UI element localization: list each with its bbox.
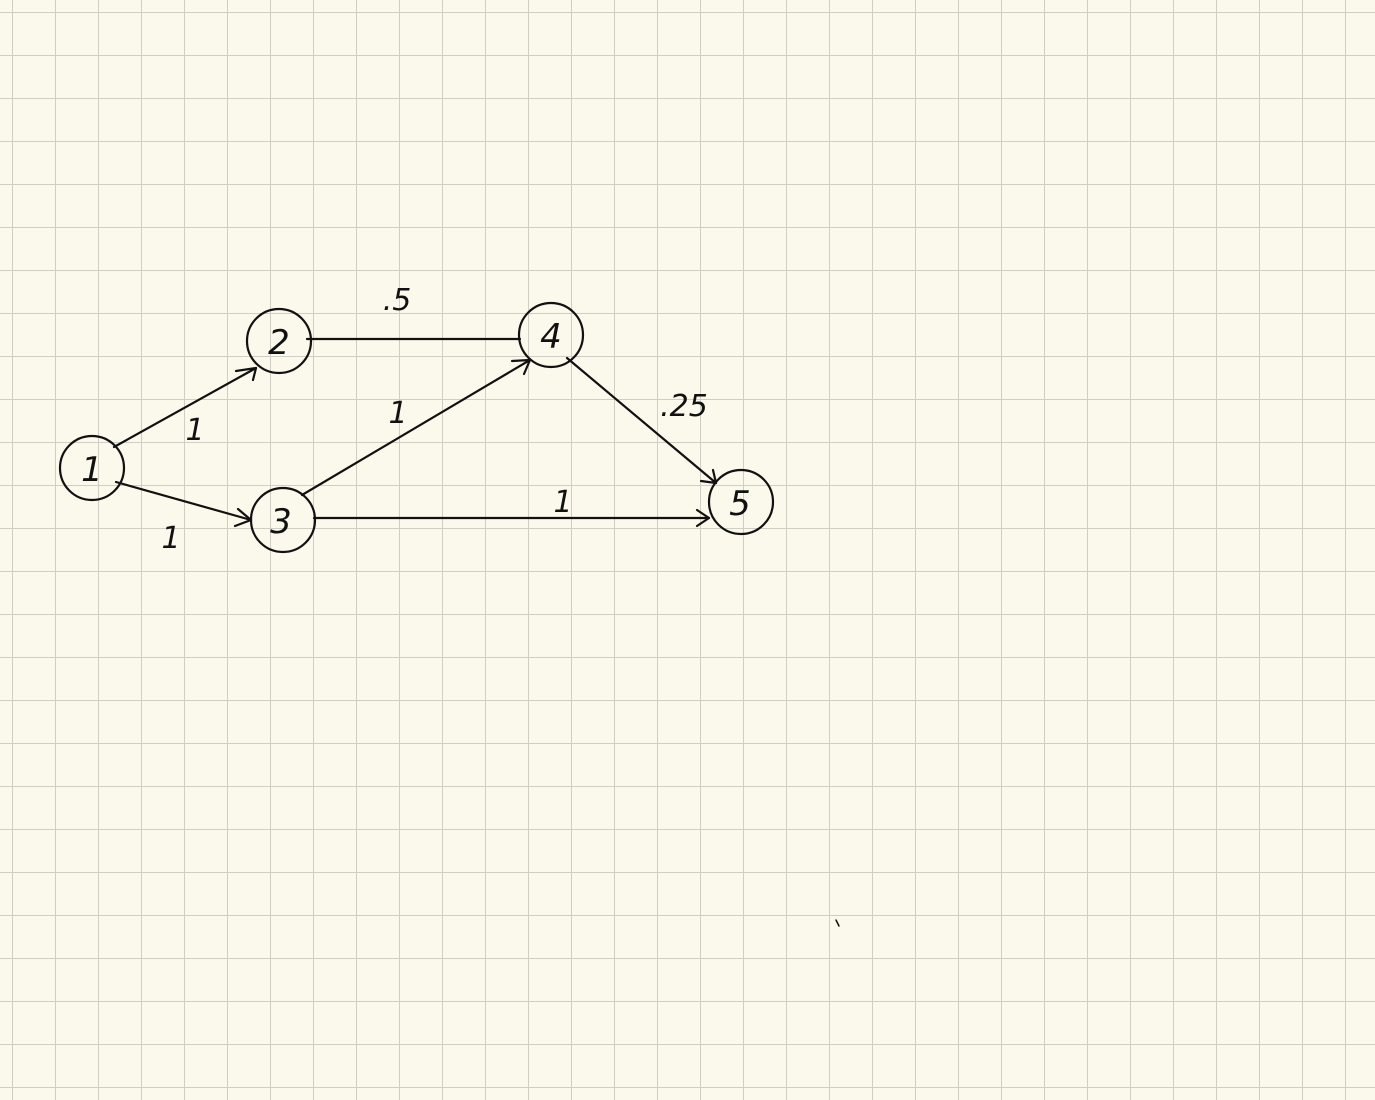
- edge-weight-label: 1: [185, 413, 204, 448]
- node-label: 3: [270, 502, 292, 542]
- edge-4-5: .25: [565, 356, 718, 485]
- graph-node-2: 2: [245, 307, 313, 375]
- edge-2-4: .5: [305, 283, 522, 341]
- node-circle: [58, 434, 126, 502]
- graph-node-1: 1: [58, 434, 126, 502]
- arrow-head: [695, 508, 711, 528]
- node-circle: [245, 307, 313, 375]
- edge-weight-label: 1: [553, 485, 572, 520]
- edge-1-3: 1: [114, 480, 253, 556]
- edge-3-4: 1: [300, 358, 532, 497]
- edge-line: [300, 358, 532, 497]
- arrow-head: [233, 507, 253, 528]
- node-label: 4: [540, 317, 562, 357]
- node-label: 1: [81, 450, 103, 490]
- node-label: 5: [729, 484, 751, 524]
- edge-3-5: 1: [312, 485, 711, 528]
- edge-weight-label: 1: [388, 396, 407, 431]
- edge-weight-label: .5: [383, 283, 412, 318]
- graph-node-4: 4: [517, 301, 585, 369]
- arrow-head: [510, 358, 532, 376]
- node-label: 2: [268, 323, 290, 363]
- node-circle: [517, 301, 585, 369]
- node-circle: [707, 468, 775, 536]
- arrow-head: [234, 366, 258, 382]
- graph-node-5: 5: [707, 468, 775, 536]
- edge-weight-label: .25: [660, 389, 708, 424]
- edge-line: [565, 356, 718, 485]
- stray-pen-mark: [835, 919, 840, 927]
- arrow-head: [699, 468, 718, 485]
- edge-line: [112, 366, 258, 449]
- edge-line: [114, 480, 253, 522]
- edge-1-2: 1: [112, 366, 258, 449]
- graph-node-3: 3: [249, 486, 317, 554]
- edge-weight-label: 1: [161, 521, 180, 556]
